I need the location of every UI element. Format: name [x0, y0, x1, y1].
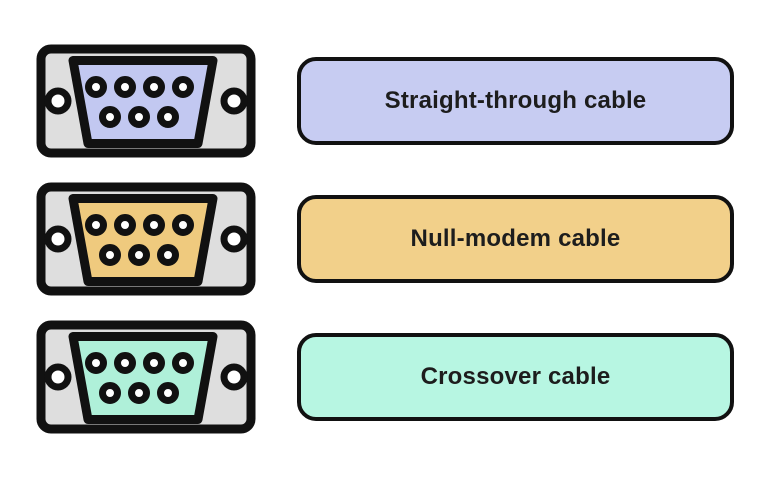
pin-holes — [85, 352, 194, 404]
serial-port-icon — [36, 182, 256, 296]
db9-connector-icon-crossover — [36, 320, 256, 434]
cable-label-straight-through: Straight-through cable — [297, 57, 734, 145]
cable-label-text: Null-modem cable — [410, 225, 621, 252]
connector-face-trapezoid — [68, 194, 218, 286]
screw-hole-left — [44, 87, 72, 115]
screw-hole-right — [220, 87, 248, 115]
screw-hole-right — [220, 225, 248, 253]
row-null-modem: Null-modem cable — [0, 182, 768, 320]
connector-face-trapezoid — [68, 332, 218, 424]
serial-port-icon — [36, 44, 256, 158]
row-straight-through: Straight-through cable — [0, 44, 768, 182]
row-crossover: Crossover cable — [0, 320, 768, 458]
serial-port-icon — [36, 320, 256, 434]
screw-hole-right — [220, 363, 248, 391]
cable-label-null-modem: Null-modem cable — [297, 195, 734, 283]
cable-label-text: Crossover cable — [420, 363, 611, 390]
db9-connector-icon-null-modem — [36, 182, 256, 296]
pin-holes — [85, 214, 194, 266]
connector-face-trapezoid — [68, 56, 218, 148]
cable-label-crossover: Crossover cable — [297, 333, 734, 421]
cable-label-text: Straight-through cable — [384, 87, 647, 114]
screw-hole-left — [44, 225, 72, 253]
screw-hole-left — [44, 363, 72, 391]
pin-holes — [85, 76, 194, 128]
db9-connector-icon-straight-through — [36, 44, 256, 158]
